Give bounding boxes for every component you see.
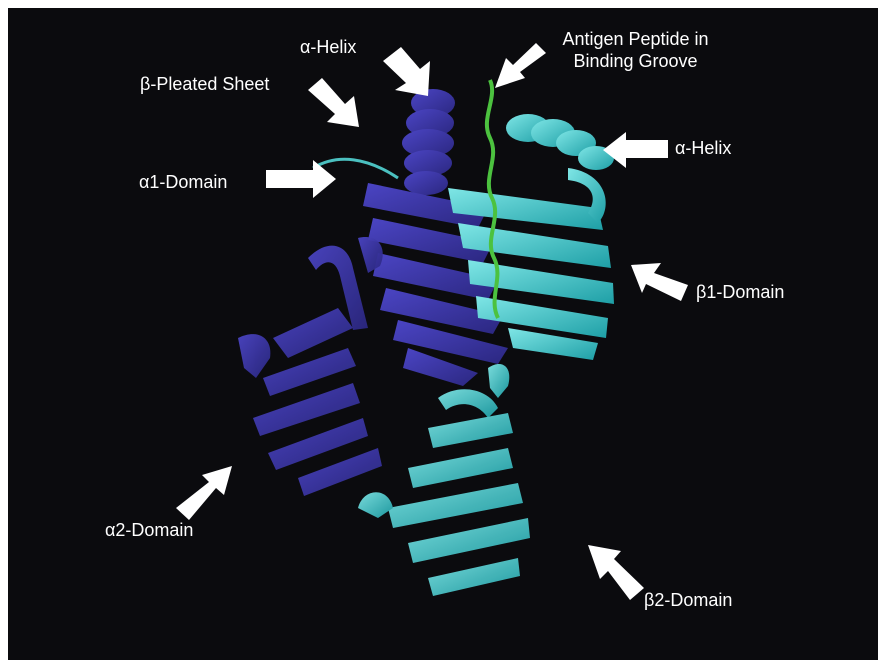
arrow-alpha2-domain [176,466,232,520]
label-beta2-domain: β2-Domain [644,589,732,611]
arrow-beta2-domain [588,545,644,600]
beta2-domain-ribbon [358,364,530,596]
arrow-alpha1-domain [266,160,336,198]
arrow-beta-pleated-sheet [308,78,359,127]
arrow-alpha-helix-top [383,47,430,96]
label-beta1-domain: β1-Domain [696,281,784,303]
label-alpha-helix-right: α-Helix [675,137,731,159]
label-beta-pleated-sheet: β-Pleated Sheet [140,73,269,95]
label-antigen-peptide: Antigen Peptide in Binding Groove [543,28,728,72]
arrow-antigen-peptide [495,43,546,88]
alpha2-domain-ribbon [238,237,383,496]
beta1-beta-sheet [448,168,614,360]
protein-structure-illustration [8,8,878,660]
label-alpha-helix-top: α-Helix [300,36,356,58]
label-antigen-line1: Antigen Peptide in [543,28,728,50]
label-antigen-line2: Binding Groove [543,50,728,72]
beta-helix-right-ribbon [506,114,614,170]
alpha-helix-top-ribbon [402,89,455,195]
figure-panel: α-Helix β-Pleated Sheet Antigen Peptide … [8,8,878,660]
label-alpha1-domain: α1-Domain [139,171,227,193]
arrow-alpha-helix-right [603,132,668,168]
label-alpha2-domain: α2-Domain [105,519,193,541]
arrow-beta1-domain [631,263,688,301]
